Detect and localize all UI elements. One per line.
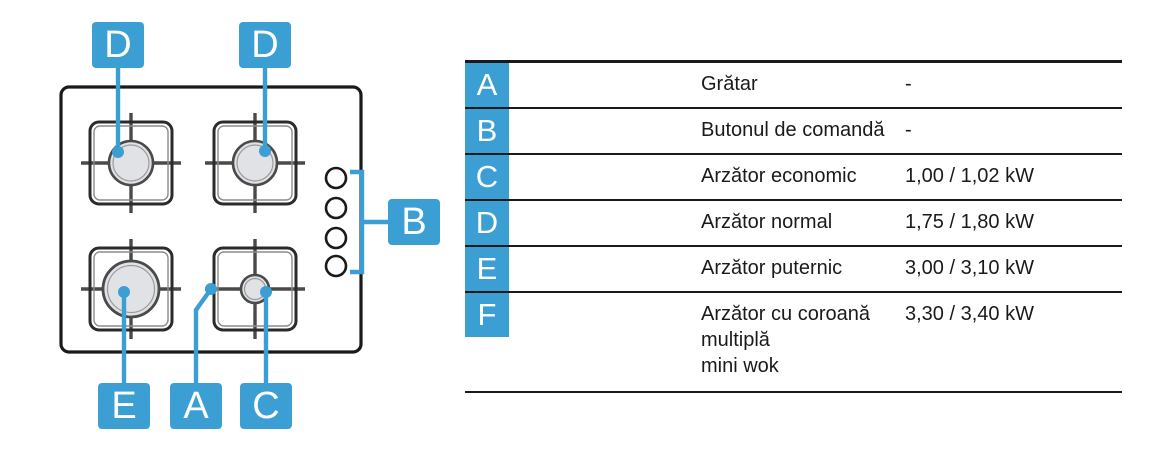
control-knob-1 [324,166,348,190]
table-rule-row [465,107,1125,109]
control-knob-2 [324,196,348,220]
row-value: 3,00 / 3,10 kW [905,257,1034,279]
leader-a [193,286,214,386]
table-rule [465,245,1122,247]
row-value: - [905,73,912,95]
row-badge: D [465,201,509,245]
row-value: 1,75 / 1,80 kW [905,211,1034,233]
table-rule [465,60,1122,63]
callout-label: B [401,201,426,243]
row-badge: A [465,63,509,107]
table-row: F Arzător cu coroană multiplă mini wok 3… [465,293,1125,379]
table-rule [465,199,1122,201]
callout-label: A [183,385,209,427]
table-row: E Arzător puternic 3,00 / 3,10 kW [465,247,1125,291]
row-value: - [905,119,912,141]
control-knobs [324,166,348,278]
burner-top-right [205,113,305,213]
callout-b-knobs[interactable]: B [388,199,440,245]
row-badge: E [465,247,509,291]
hob-diagram: D D B E A C [0,0,460,450]
control-knob-4 [324,254,348,278]
callout-label: D [251,24,278,66]
table-rule-row [465,245,1125,247]
table-rule [465,107,1122,109]
row-name: Arzător economic [701,165,857,187]
row-badge: B [465,109,509,153]
row-value: 1,00 / 1,02 kW [905,165,1034,187]
grate-bottom-left [88,246,174,332]
burner-top-left [81,113,181,213]
callout-e-bottom-left[interactable]: E [98,383,150,429]
row-name-line2: mini wok [701,355,779,377]
grate-top-right [212,120,298,206]
callout-label: C [252,385,279,427]
leader-dots [112,145,272,298]
table-row: D Arzător normal 1,75 / 1,80 kW [465,201,1125,245]
callout-label: D [104,24,131,66]
row-value: 3,30 / 3,40 kW [905,303,1034,325]
table-rule-row [465,199,1125,201]
table-row: B Butonul de comandă - [465,109,1125,153]
table-rule [465,291,1122,293]
leader-dot-a [205,283,217,295]
table-rule [465,391,1122,393]
burner-bottom-right [205,239,305,339]
table-bottom-rule-row [465,391,1125,393]
leader-dot-d-top-right [259,145,271,157]
table-top-rule-row [465,60,1125,63]
row-badge: C [465,155,509,199]
row-badge: F [465,293,509,337]
grate-top-left [88,120,174,206]
table-bottom-spacer [465,379,1125,391]
leader-b-bracket [350,169,388,275]
hob-outline [59,85,363,354]
leader-dot-e [118,286,130,298]
callout-d-top-right[interactable]: D [239,22,291,68]
callout-label: E [111,385,136,427]
leader-dot-c [260,286,272,298]
table-row: C Arzător economic 1,00 / 1,02 kW [465,155,1125,199]
burner-bottom-left [81,239,181,339]
row-name: Butonul de comandă [701,119,885,141]
legend-table: A Grătar - B Butonul de comandă - C Arză… [465,60,1125,393]
row-name: Grătar [701,73,758,95]
table-row: A Grătar - [465,63,1125,107]
callout-d-top-left[interactable]: D [92,22,144,68]
table-rule-row [465,291,1125,293]
row-name-line1: Arzător cu coroană multiplă [701,303,870,351]
row-name: Arzător puternic [701,257,843,279]
leader-dot-d-top-left [112,146,124,158]
control-knob-3 [324,226,348,250]
table-rule [465,153,1122,155]
callout-a-grate[interactable]: A [170,383,222,429]
specification-table: A Grătar - B Butonul de comandă - C Arză… [465,60,1125,393]
row-name: Arzător normal [701,211,833,233]
row-name: Arzător cu coroană multiplă mini wok [685,293,905,379]
table-rule-row [465,153,1125,155]
callout-c-bottom-right[interactable]: C [240,383,292,429]
